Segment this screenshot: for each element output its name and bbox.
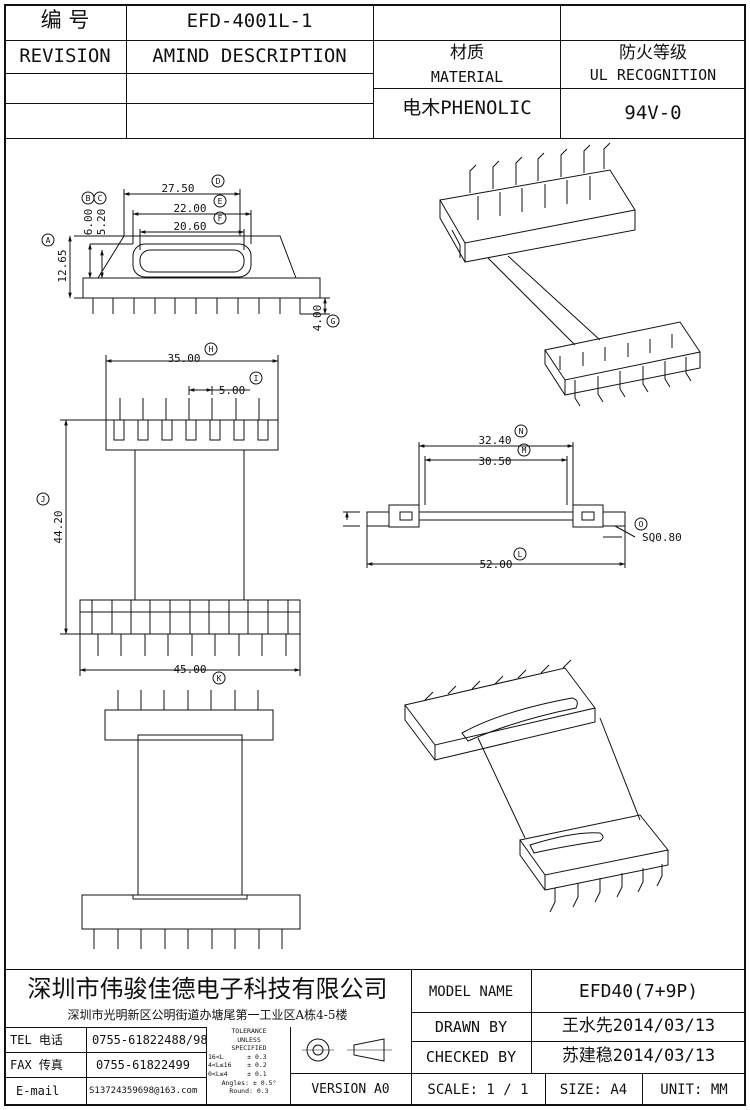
tolerance-line: 4<L≤16 ± 0.2 bbox=[208, 1061, 267, 1070]
dim-6-00: 6.00 bbox=[82, 209, 95, 236]
front-view bbox=[60, 355, 301, 676]
drawing-sheet bbox=[4, 4, 746, 1106]
tolerance-line: TOLERANCE bbox=[231, 1027, 267, 1035]
marker-j: J bbox=[41, 495, 46, 504]
tolerance-line: SPECIFIED bbox=[231, 1044, 267, 1053]
isometric-view-top bbox=[439, 142, 701, 407]
dim-52-00: 52.00 bbox=[479, 558, 512, 571]
marker-b: B bbox=[86, 194, 91, 203]
company-name: 深圳市伟骏佳德电子科技有限公司 bbox=[27, 975, 388, 1003]
tel-value: 0755-61822488/98 bbox=[92, 1033, 208, 1047]
marker-m: M bbox=[522, 446, 527, 455]
drawn-by-label: DRAWN BY bbox=[434, 1018, 508, 1036]
tolerance-line: 16<L ± 0.3 bbox=[208, 1052, 267, 1061]
fax-label: FAX 传真 bbox=[10, 1058, 63, 1072]
dim-4-00: 4.00 bbox=[311, 305, 324, 332]
tolerance-line: 0<L≤4 ± 0.1 bbox=[208, 1069, 267, 1078]
tolerance-line: UNLESS bbox=[237, 1035, 261, 1044]
top-view bbox=[68, 189, 330, 315]
dim-20-60: 20.60 bbox=[173, 220, 206, 233]
ul-cn-label: 防火等级 bbox=[619, 43, 687, 63]
email-label: E-mail bbox=[16, 1084, 60, 1098]
material-cn-label: 材质 bbox=[450, 43, 484, 63]
dim-12-65: 12.65 bbox=[56, 249, 69, 282]
dim-27-50: 27.50 bbox=[161, 182, 194, 195]
dim-5-00: 5.00 bbox=[219, 384, 246, 397]
tolerance-line: Round: 0.3 bbox=[229, 1087, 269, 1096]
marker-o: O bbox=[639, 520, 644, 529]
marker-d: D bbox=[216, 177, 221, 186]
marker-k: K bbox=[217, 674, 222, 683]
dim-35-00: 35.00 bbox=[167, 352, 200, 365]
ul-en-label: UL RECOGNITION bbox=[589, 66, 717, 84]
fax-value: 0755-61822499 bbox=[96, 1058, 190, 1072]
part-number: EFD-4001L-1 bbox=[186, 10, 313, 32]
dim-5-20: 5.20 bbox=[95, 209, 108, 236]
scale: SCALE: 1 / 1 bbox=[427, 1082, 529, 1098]
marker-e: E bbox=[218, 197, 223, 206]
revision-label: REVISION bbox=[19, 45, 111, 67]
marker-c-top: C bbox=[98, 194, 103, 203]
marker-f: F bbox=[218, 214, 223, 223]
dim-sq0-80: SQ0.80 bbox=[642, 531, 682, 544]
marker-n: N bbox=[519, 427, 524, 436]
marker-h: H bbox=[209, 345, 214, 354]
size: SIZE: A4 bbox=[559, 1082, 628, 1098]
ul-value: 94V-0 bbox=[624, 102, 682, 124]
marker-g: G bbox=[331, 317, 336, 326]
marker-l: L bbox=[518, 550, 523, 559]
tolerance-line: Angles: ± 0.5° bbox=[221, 1078, 277, 1087]
drawn-by-value: 王水先2014/03/13 bbox=[561, 1016, 716, 1036]
tel-label: TEL 电话 bbox=[10, 1033, 63, 1047]
version: VERSION A0 bbox=[311, 1082, 390, 1097]
isometric-view-bottom bbox=[404, 659, 669, 913]
marker-a: A bbox=[46, 236, 51, 245]
dim-44-20: 44.20 bbox=[52, 510, 65, 543]
company-address: 深圳市光明新区公明街道办塘尾第一工业区A栋4-5楼 bbox=[67, 1008, 348, 1022]
projection-symbol-icon bbox=[302, 1038, 392, 1062]
dim-22-00: 22.00 bbox=[173, 202, 206, 215]
model-name-value: EFD40(7+9P) bbox=[578, 981, 699, 1002]
marker-i: I bbox=[254, 374, 259, 383]
email-value: S13724359698@163.com bbox=[89, 1086, 198, 1096]
material-en-label: MATERIAL bbox=[430, 68, 504, 86]
amend-description-label: AMIND DESCRIPTION bbox=[152, 45, 347, 67]
dim-32-40: 32.40 bbox=[478, 434, 511, 447]
model-name-label: MODEL NAME bbox=[428, 984, 514, 1000]
unit: UNIT: MM bbox=[660, 1082, 728, 1098]
dim-45-00: 45.00 bbox=[173, 663, 206, 676]
side-view bbox=[343, 442, 636, 568]
material-value: 电木PHENOLIC bbox=[402, 97, 532, 119]
checked-by-label: CHECKED BY bbox=[425, 1048, 517, 1066]
checked-by-value: 苏建稳2014/03/13 bbox=[561, 1046, 716, 1066]
bottom-view bbox=[81, 690, 301, 949]
dim-30-50: 30.50 bbox=[478, 455, 511, 468]
tolerance-block: TOLERANCE UNLESS SPECIFIED 16<L ± 0.3 4<… bbox=[208, 1027, 290, 1096]
number-label: 编 号 bbox=[40, 8, 90, 32]
